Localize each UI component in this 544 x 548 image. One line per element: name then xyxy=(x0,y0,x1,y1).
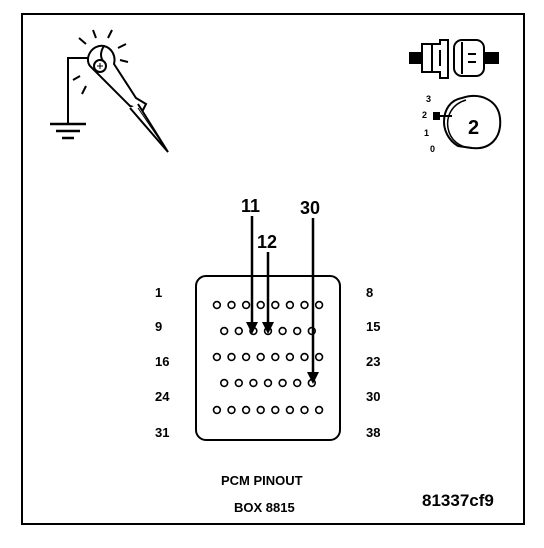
ignition-position-label: 0 xyxy=(430,144,435,154)
pin-hole xyxy=(220,326,229,336)
row-start-label: 1 xyxy=(155,285,162,300)
pin-hole xyxy=(241,300,251,310)
pin-hole xyxy=(271,300,280,310)
pin-pointer-label: 12 xyxy=(257,232,277,252)
pin-hole xyxy=(293,378,302,388)
caption-title: PCM PINOUT xyxy=(221,473,303,488)
pin-hole xyxy=(314,300,324,310)
pin-grid xyxy=(212,300,324,415)
pin-hole xyxy=(300,300,309,310)
pin-hole xyxy=(227,352,236,362)
pin-hole xyxy=(212,300,222,310)
ignition-position-label: 2 xyxy=(422,110,427,120)
row-end-label: 8 xyxy=(366,285,373,300)
pin-pointer-label: 11 xyxy=(241,196,260,216)
pin-hole xyxy=(293,326,302,336)
pin-hole xyxy=(220,378,229,388)
pin-hole xyxy=(271,405,280,415)
pin-hole xyxy=(263,378,273,388)
pin-hole xyxy=(212,405,222,415)
pin-hole xyxy=(285,405,295,415)
row-end-label: 30 xyxy=(366,389,380,404)
ground-symbol-icon xyxy=(50,122,86,140)
pin-row-labels: 1 9 16 24 31 8 15 23 30 38 xyxy=(155,285,380,440)
pin-pointer-label: 30 xyxy=(300,198,320,218)
pin-hole xyxy=(234,326,244,336)
pin-hole xyxy=(212,352,222,362)
pin-hole xyxy=(241,405,251,415)
pin-hole xyxy=(234,378,244,388)
pin-hole xyxy=(285,352,295,362)
row-start-label: 9 xyxy=(155,319,162,334)
pin-hole xyxy=(300,352,309,362)
ignition-position-label: 1 xyxy=(424,128,429,138)
pin-hole xyxy=(227,300,236,310)
ignition-selected-position: 2 xyxy=(468,117,479,139)
pin-hole xyxy=(256,405,265,415)
caption-subtitle: BOX 8815 xyxy=(234,500,295,515)
pin-pointer-11: 11 xyxy=(241,196,260,334)
row-start-label: 24 xyxy=(155,389,170,404)
row-end-label: 23 xyxy=(366,354,380,369)
pin-hole xyxy=(256,300,265,310)
ignition-position-label: 3 xyxy=(426,94,431,104)
test-light-probe-icon xyxy=(50,29,169,153)
pin-hole xyxy=(241,352,251,362)
pin-hole xyxy=(256,352,265,362)
diagram-frame xyxy=(21,13,525,525)
row-start-label: 16 xyxy=(155,354,169,369)
pin-hole xyxy=(314,405,324,415)
pin-hole xyxy=(314,352,324,362)
row-start-label: 31 xyxy=(155,425,169,440)
pin-hole xyxy=(278,378,287,388)
row-end-label: 38 xyxy=(366,425,380,440)
pin-hole xyxy=(285,300,295,310)
figure-code: 81337cf9 xyxy=(422,491,494,510)
connector-unplugged-icon xyxy=(409,39,499,79)
row-end-label: 15 xyxy=(366,319,380,334)
pin-hole xyxy=(271,352,280,362)
pin-pointer-30: 30 xyxy=(300,198,320,384)
pin-hole xyxy=(249,378,258,388)
pin-hole xyxy=(227,405,236,415)
pin-hole xyxy=(278,326,287,336)
ignition-key-icon: 3 2 1 0 2 xyxy=(422,94,502,154)
pin-hole xyxy=(300,405,309,415)
pin-pointer-12: 12 xyxy=(257,232,277,334)
